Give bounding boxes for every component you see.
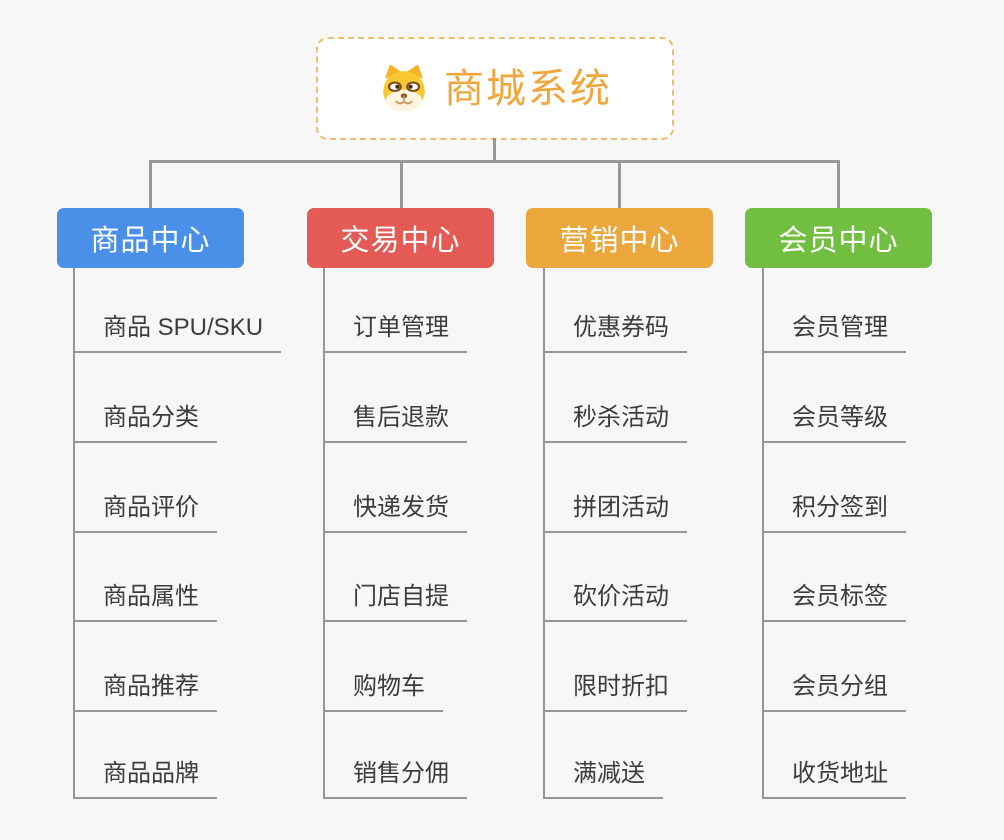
leaf-item[interactable]: 商品评价 bbox=[73, 493, 217, 533]
branch-trade-center-children: 订单管理 售后退款 快递发货 门店自提 购物车 销售分佣 bbox=[323, 268, 563, 799]
leaf-item[interactable]: 商品推荐 bbox=[73, 672, 217, 712]
leaf-item[interactable]: 销售分佣 bbox=[323, 759, 467, 799]
root-title: 商城系统 bbox=[444, 66, 612, 111]
branch-member-center[interactable]: 会员中心 bbox=[745, 208, 932, 268]
root-node[interactable]: 商城系统 bbox=[316, 37, 674, 140]
leaf-item[interactable]: 收货地址 bbox=[762, 759, 906, 799]
leaf-item[interactable]: 商品 SPU/SKU bbox=[73, 313, 282, 353]
connector-bus bbox=[149, 160, 840, 163]
connector-drop-3 bbox=[618, 162, 621, 209]
leaf-item[interactable]: 订单管理 bbox=[323, 313, 467, 353]
doge-icon bbox=[383, 64, 425, 112]
branch-member-center-children: 会员管理 会员等级 积分签到 会员标签 会员分组 收货地址 bbox=[762, 268, 1002, 799]
leaf-item[interactable]: 砍价活动 bbox=[543, 582, 687, 622]
leaf-item[interactable]: 积分签到 bbox=[762, 493, 906, 533]
leaf-item[interactable]: 满减送 bbox=[543, 759, 663, 799]
branch-marketing-center[interactable]: 营销中心 bbox=[526, 208, 713, 268]
connector-drop-2 bbox=[400, 162, 403, 209]
leaf-item[interactable]: 限时折扣 bbox=[543, 672, 687, 712]
connector-drop-4 bbox=[837, 162, 840, 209]
leaf-item[interactable]: 门店自提 bbox=[323, 582, 467, 622]
leaf-item[interactable]: 快递发货 bbox=[323, 493, 467, 533]
leaf-item[interactable]: 会员标签 bbox=[762, 582, 906, 622]
leaf-item[interactable]: 会员管理 bbox=[762, 313, 906, 353]
branch-marketing-center-children: 优惠券码 秒杀活动 拼团活动 砍价活动 限时折扣 满减送 bbox=[543, 268, 783, 799]
leaf-item[interactable]: 秒杀活动 bbox=[543, 403, 687, 443]
leaf-item[interactable]: 商品品牌 bbox=[73, 759, 217, 799]
leaf-item[interactable]: 拼团活动 bbox=[543, 493, 687, 533]
leaf-item[interactable]: 优惠券码 bbox=[543, 313, 687, 353]
connector-root-stem bbox=[493, 138, 496, 162]
branch-trade-center[interactable]: 交易中心 bbox=[307, 208, 494, 268]
leaf-item[interactable]: 商品分类 bbox=[73, 403, 217, 443]
connector-drop-1 bbox=[149, 162, 152, 209]
leaf-item[interactable]: 售后退款 bbox=[323, 403, 467, 443]
leaf-item[interactable]: 会员分组 bbox=[762, 672, 906, 712]
branch-product-center[interactable]: 商品中心 bbox=[57, 208, 244, 268]
leaf-item[interactable]: 会员等级 bbox=[762, 403, 906, 443]
leaf-item[interactable]: 购物车 bbox=[323, 672, 443, 712]
leaf-item[interactable]: 商品属性 bbox=[73, 582, 217, 622]
branch-product-center-children: 商品 SPU/SKU 商品分类 商品评价 商品属性 商品推荐 商品品牌 bbox=[73, 268, 313, 799]
